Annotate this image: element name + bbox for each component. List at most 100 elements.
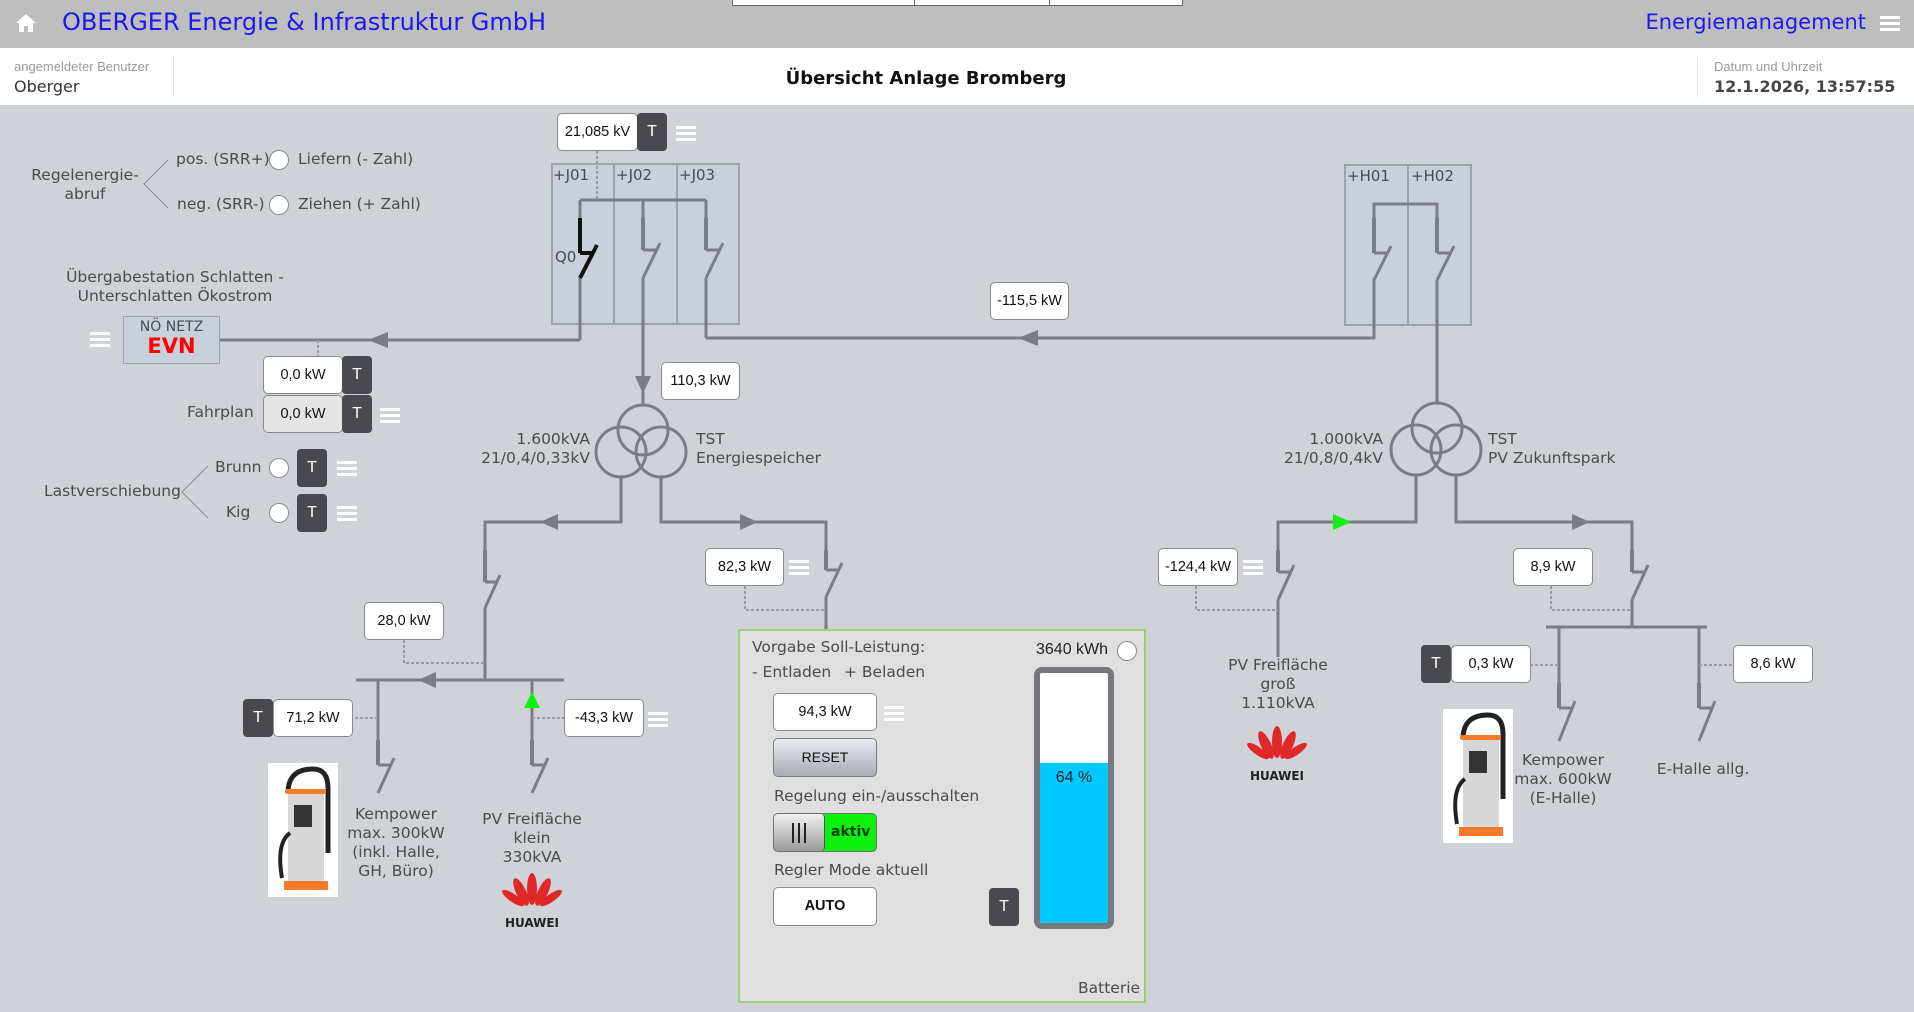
switch-trafo2-right — [1630, 550, 1650, 601]
flow-value-h-to-j: -115,5 kW — [990, 282, 1069, 320]
flow-arrow-left — [1018, 330, 1038, 346]
trend-button[interactable]: T — [297, 449, 327, 487]
trafo2-winding — [1389, 423, 1443, 477]
flow-value-trafo1-left: 28,0 kW — [364, 602, 444, 640]
flow-value-pv-gross: -124,4 kW — [1158, 548, 1238, 586]
reset-button[interactable]: RESET — [773, 738, 877, 777]
hamburger-menu-icon[interactable] — [380, 408, 400, 423]
hamburger-menu-icon[interactable] — [648, 712, 668, 727]
header-divider — [1697, 57, 1698, 97]
consumer-kempower-600: Kempower max. 600kW (E-Halle) — [1503, 751, 1623, 808]
trafo2-rating: 1.000kVA 21/0,8/0,4kV — [1263, 430, 1383, 468]
switch-kempower-600 — [1557, 683, 1577, 742]
field-divider — [676, 163, 678, 325]
top-bar — [0, 0, 1914, 48]
lastverschiebung-kig-radio[interactable] — [269, 503, 289, 523]
trend-button[interactable]: T — [297, 494, 327, 532]
hamburger-menu-icon[interactable] — [337, 461, 357, 476]
consumer-label-line: E-Halle allg. — [1656, 760, 1750, 778]
lastverschiebung-brunn-label: Brunn — [215, 458, 262, 476]
consumer-label-line: Kempower — [1522, 751, 1604, 769]
consumer-label-line: (E-Halle) — [1529, 789, 1597, 807]
uebergabe-title: Übergabestation Schlatten - Unterschlatt… — [55, 268, 295, 306]
fahrplan-value[interactable]: 0,0 kW — [263, 395, 343, 433]
trafo2-winding — [1429, 423, 1483, 477]
pos-srr-radio[interactable] — [269, 150, 289, 170]
trafo2-name-line: TST — [1488, 430, 1517, 448]
trafo1-name: TST Energiespeicher — [696, 430, 821, 468]
module-title[interactable]: Energiemanagement — [1645, 10, 1866, 34]
trend-button[interactable]: T — [342, 356, 372, 394]
trend-button[interactable]: T — [989, 888, 1019, 926]
hamburger-menu-icon[interactable] — [90, 332, 110, 347]
flow-value-e-halle: 8,6 kW — [1733, 645, 1813, 683]
flow-value-pv-klein: -43,3 kW — [564, 699, 644, 737]
hamburger-menu-icon[interactable] — [884, 706, 904, 721]
field-label-j03: +J03 — [679, 166, 716, 184]
field-divider — [1407, 164, 1409, 326]
regelenergie-title-line: abruf — [64, 185, 106, 203]
flow-value-trafo2-right: 8,9 kW — [1513, 548, 1593, 586]
field-label-h01: +H01 — [1347, 167, 1390, 185]
consumer-label-line: PV Freifläche — [1228, 656, 1328, 674]
battery-soc-gauge: 64 % — [1034, 667, 1114, 929]
switch-pv-klein — [530, 740, 550, 794]
page-title: Übersicht Anlage Bromberg — [785, 68, 1067, 89]
ev-charger-icon — [268, 763, 338, 897]
flow-arrow-right — [740, 514, 758, 530]
voltage-value: 21,085 kV — [557, 113, 638, 151]
flow-arrow-left — [418, 672, 436, 688]
hamburger-menu-icon[interactable] — [676, 126, 696, 141]
ev-charger-icon — [1443, 709, 1513, 843]
trend-button[interactable]: T — [342, 395, 372, 433]
trafo1-winding — [634, 425, 688, 479]
trafo2-rating-line: 21/0,8/0,4kV — [1283, 449, 1383, 467]
trafo1-winding — [616, 403, 670, 457]
neg-srr-label: neg. (SRR-) — [177, 195, 265, 213]
field-label-j01: +J01 — [553, 166, 590, 184]
battery-status-indicator[interactable] — [1117, 641, 1137, 661]
huawei-logo: HUAWEI — [499, 873, 565, 931]
battery-panel-label: Batterie — [1078, 979, 1141, 997]
trafo1-rating-line: 1.600kVA — [516, 430, 590, 448]
screen-tab-strip[interactable] — [732, 0, 1183, 6]
consumer-pv-gross: PV Freifläche groß 1.110kVA — [1218, 656, 1338, 713]
hamburger-menu-icon[interactable] — [1243, 560, 1263, 575]
hamburger-menu-icon[interactable] — [1880, 16, 1900, 32]
flow-arrow-down — [635, 376, 651, 394]
toggle-knob[interactable] — [774, 814, 825, 851]
trend-button[interactable]: T — [243, 699, 273, 737]
consumer-kempower-300: Kempower max. 300kW (inkl. Halle, GH, Bü… — [333, 805, 459, 881]
neg-srr-radio[interactable] — [269, 195, 289, 215]
uebergabe-title-line: Übergabestation Schlatten - — [66, 268, 284, 286]
switch-h02 — [1435, 218, 1456, 281]
trafo1-name-line: TST — [696, 430, 725, 448]
company-title: OBERGER Energie & Infrastruktur GmbH — [62, 8, 547, 36]
hamburger-menu-icon[interactable] — [789, 560, 809, 575]
lastverschiebung-brunn-radio[interactable] — [269, 458, 289, 478]
home-icon[interactable] — [14, 11, 38, 35]
grid-operator-box[interactable]: NÖ NETZ EVN — [123, 316, 220, 364]
huawei-logo: HUAWEI — [1244, 726, 1310, 784]
trafo2-name-line: PV Zukunftspark — [1488, 449, 1616, 467]
consumer-label-line: (inkl. Halle, — [352, 843, 440, 861]
pos-srr-label: pos. (SRR+) — [176, 150, 270, 168]
trend-button[interactable]: T — [1421, 645, 1451, 683]
pos-srr-option: Liefern (- Zahl) — [298, 150, 414, 168]
setpoint-hint-plus: + Beladen — [844, 663, 926, 681]
battery-capacity: 3640 kWh — [1036, 641, 1109, 658]
setpoint-input[interactable]: 94,3 kW — [773, 693, 877, 731]
consumer-label-line: Kempower — [355, 805, 437, 823]
field-label-j02: +J02 — [616, 166, 653, 184]
consumer-pv-klein: PV Freifläche klein 330kVA — [472, 810, 592, 867]
battery-soc-fill — [1040, 763, 1108, 923]
consumer-label-line: klein — [513, 829, 551, 847]
consumer-label-line: groß — [1260, 675, 1296, 693]
hamburger-menu-icon[interactable] — [337, 506, 357, 521]
switch-h01 — [1372, 218, 1393, 281]
trend-button[interactable]: T — [637, 113, 667, 151]
consumer-label-line: max. 600kW — [1514, 770, 1612, 788]
trafo2-name: TST PV Zukunftspark — [1488, 430, 1616, 468]
control-toggle[interactable]: aktiv — [773, 813, 877, 852]
